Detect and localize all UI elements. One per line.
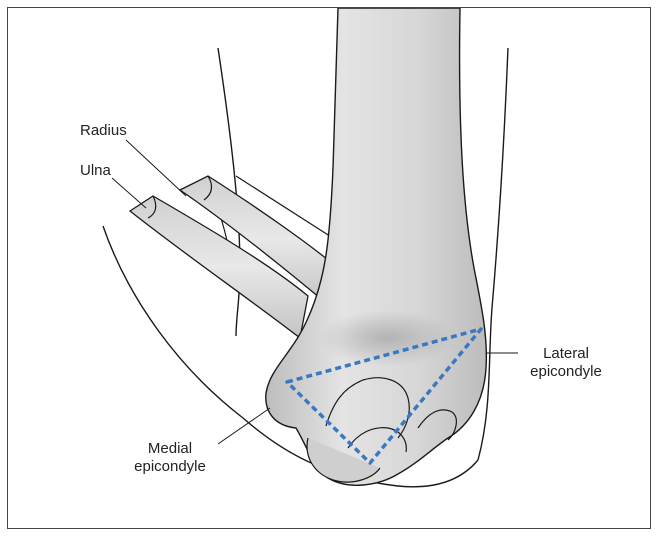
elbow-illustration — [8, 8, 651, 529]
label-lateral-line1: Lateral — [522, 345, 610, 363]
label-lateral-line2: epicondyle — [522, 363, 610, 381]
medial-leader — [218, 408, 270, 444]
label-medial-line1: Medial — [126, 440, 214, 458]
radius-leader — [126, 140, 186, 196]
fossa-shading — [318, 310, 458, 366]
elbow-diagram: Radius Ulna Lateral epicondyle Medial ep… — [7, 7, 651, 529]
label-lateral-epicondyle: Lateral epicondyle — [522, 345, 610, 381]
label-medial-line2: epicondyle — [126, 458, 214, 476]
label-medial-epicondyle: Medial epicondyle — [126, 440, 214, 476]
ulna-leader — [112, 178, 146, 208]
label-radius: Radius — [80, 122, 127, 140]
arm-outline-right — [478, 48, 508, 460]
label-ulna: Ulna — [80, 162, 111, 180]
